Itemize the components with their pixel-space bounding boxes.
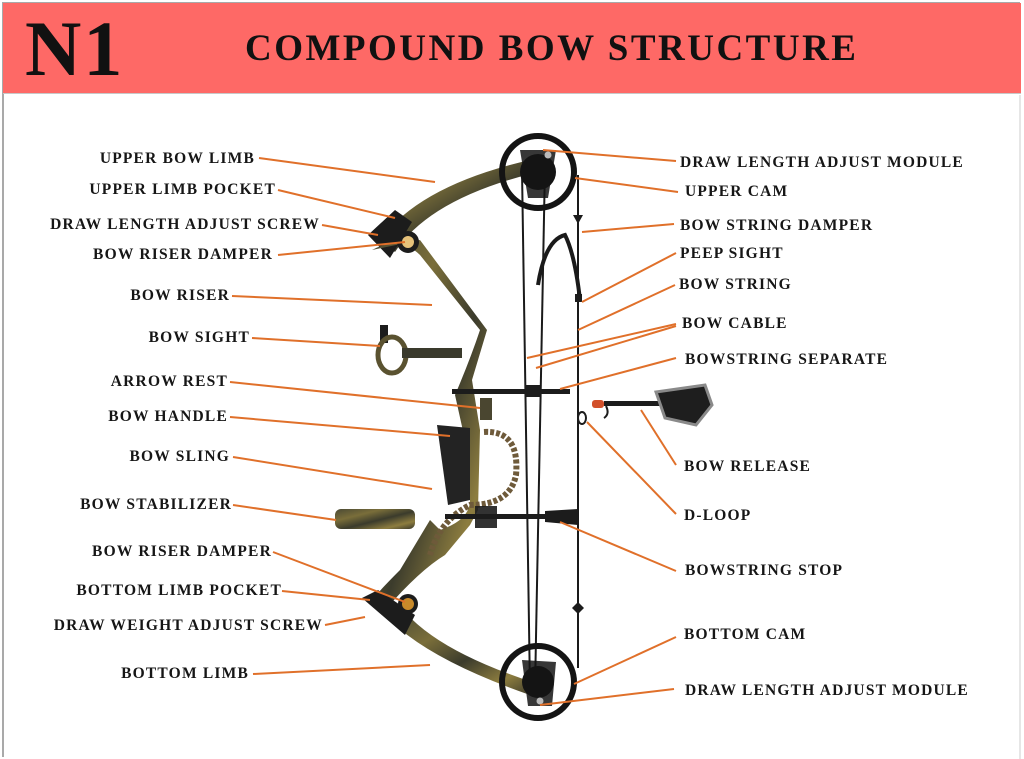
label-bowstring-stop: BOWSTRING STOP <box>685 562 844 579</box>
label-draw-length-adjust-module-lower: DRAW LENGTH ADJUST MODULE <box>685 682 969 699</box>
header-banner: N1 COMPOUND BOW STRUCTURE <box>3 3 1021 94</box>
string-damper-lower <box>572 602 584 614</box>
leader-bow-riser-damper-upper <box>277 241 406 256</box>
stabilizer-shape <box>335 506 578 529</box>
leader-bottom-cam <box>573 636 677 685</box>
label-bow-string-damper: BOW STRING DAMPER <box>680 217 874 234</box>
upper-cam-wheel <box>499 133 577 211</box>
d-loop-shape <box>577 411 587 425</box>
leader-draw-length-adjust-module-upper <box>542 149 677 162</box>
string-damper-rod <box>536 232 582 301</box>
leader-bottom-limb-pocket <box>281 590 371 601</box>
leader-bow-sight <box>251 337 381 347</box>
label-bow-string: BOW STRING <box>679 276 792 293</box>
riser-shape <box>372 240 487 610</box>
leader-lines-left <box>229 157 481 675</box>
arrow-rest-rod <box>452 389 570 394</box>
leader-draw-length-adjust-screw <box>321 224 379 236</box>
leader-bow-riser <box>231 295 433 306</box>
label-bottom-limb: BOTTOM LIMB <box>121 665 249 682</box>
bow-cable-line-b <box>534 164 546 691</box>
leader-draw-weight-adjust-screw <box>324 616 366 626</box>
leader-bottom-limb <box>252 664 431 675</box>
bow-sight-shape <box>375 325 462 376</box>
leader-bowstring-separate <box>559 357 677 390</box>
leader-upper-bow-limb <box>258 157 436 183</box>
leader-bow-cable-a <box>526 323 677 359</box>
leader-arrow-rest <box>229 381 481 409</box>
leader-upper-limb-pocket <box>277 189 396 219</box>
bow-sling-shape <box>427 428 520 556</box>
label-draw-weight-adjust-screw: DRAW WEIGHT ADJUST SCREW <box>53 617 323 634</box>
handle-grip-shape <box>437 425 470 505</box>
page-title: COMPOUND BOW STRUCTURE <box>245 28 859 69</box>
label-bottom-limb-pocket: BOTTOM LIMB POCKET <box>76 582 282 599</box>
leader-d-loop <box>586 421 677 515</box>
leader-bowstring-stop <box>559 521 677 572</box>
leader-upper-cam <box>574 177 679 193</box>
leader-bow-riser-damper-lower <box>272 551 406 603</box>
label-bow-cable: BOW CABLE <box>682 315 788 332</box>
label-bow-sling: BOW SLING <box>129 448 230 465</box>
bottom-cam-wheel <box>499 643 577 721</box>
leader-lines-right <box>526 149 679 706</box>
upper-limb-shape <box>380 160 538 252</box>
leader-bow-sling <box>232 456 433 490</box>
label-bow-riser-damper-lower: BOW RISER DAMPER <box>92 543 272 560</box>
string-damper-upper <box>573 215 583 224</box>
leader-bow-cable-b <box>535 325 677 369</box>
leader-bow-string-damper <box>581 223 675 233</box>
label-arrow-rest: ARROW REST <box>110 373 228 390</box>
bow-release-shape <box>592 383 714 427</box>
arrow-rest-shape <box>480 398 492 420</box>
label-draw-length-adjust-screw: DRAW LENGTH ADJUST SCREW <box>50 216 320 233</box>
label-draw-length-adjust-module-upper: DRAW LENGTH ADJUST MODULE <box>680 154 964 171</box>
label-bow-release: BOW RELEASE <box>684 458 812 475</box>
label-bottom-cam: BOTTOM CAM <box>684 626 807 643</box>
label-bow-handle: BOW HANDLE <box>108 408 228 425</box>
bow-strings <box>521 164 582 691</box>
label-peep-sight: PEEP SIGHT <box>680 245 784 262</box>
peep-sight-shape <box>575 294 582 302</box>
leader-peep-sight <box>581 252 677 303</box>
leader-bow-stabilizer <box>232 504 337 521</box>
upper-limb-pocket-shape <box>368 210 412 258</box>
label-bow-stabilizer: BOW STABILIZER <box>80 496 232 513</box>
label-upper-bow-limb: UPPER BOW LIMB <box>99 150 255 167</box>
leader-bow-handle <box>229 416 451 437</box>
label-upper-cam: UPPER CAM <box>685 183 789 200</box>
label-bow-sight: BOW SIGHT <box>148 329 250 346</box>
leader-bow-string <box>577 284 676 331</box>
label-upper-limb-pocket: UPPER LIMB POCKET <box>89 181 276 198</box>
page-edge <box>1019 95 1021 759</box>
bottom-limb-shape <box>390 612 535 695</box>
label-bow-riser-damper-upper: BOW RISER DAMPER <box>93 246 273 263</box>
label-bow-riser: BOW RISER <box>130 287 230 304</box>
bow-cable-line-a <box>521 169 531 691</box>
brand-logo: N1 <box>25 5 125 92</box>
label-d-loop: D-LOOP <box>684 507 752 524</box>
bottom-limb-pocket-shape <box>362 590 415 635</box>
leader-bow-release <box>640 409 677 466</box>
label-bowstring-separate: BOWSTRING SEPARATE <box>685 351 889 368</box>
leader-draw-length-adjust-module-lower <box>539 688 675 706</box>
